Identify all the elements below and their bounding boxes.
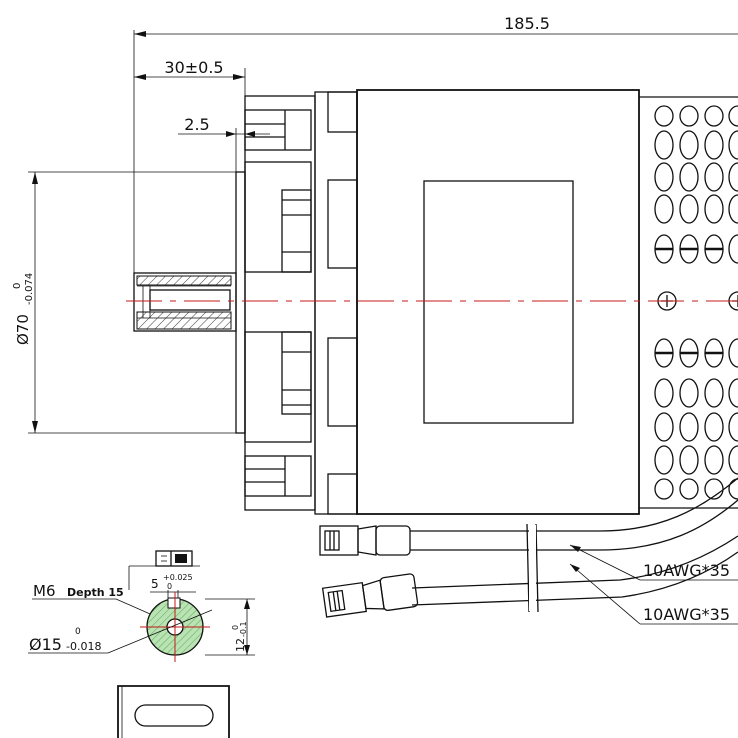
vent-slot [654,105,674,127]
vent-slot [654,378,674,408]
dim-shaft-length-text: 30±0.5 [164,58,223,77]
shaft-diameter-dim: Ø15 0 -0.018 [28,609,213,654]
vent-slot [679,105,699,127]
vent-slot [728,412,738,442]
svg-text:10AWG*35: 10AWG*35 [643,605,730,624]
vent-slot [679,162,699,192]
svg-text:0: 0 [75,627,81,637]
dim-flange-step: 2.5 [178,115,270,175]
vent-slot [728,105,738,127]
vent-slot [679,130,699,160]
vent-slot [704,105,724,127]
vent-slot [728,338,738,368]
svg-text:Ø15: Ø15 [29,635,62,654]
svg-text:-0.1: -0.1 [239,621,248,637]
vent-slot [704,130,724,160]
vent-slot [679,412,699,442]
vent-slot [728,130,738,160]
front-end-cap [244,91,358,515]
vent-slots [654,105,738,500]
svg-text:-0.018: -0.018 [66,640,101,653]
dim-body-diameter: Ø70 0 -0.074 [12,171,240,434]
wire-connector-2 [321,573,419,618]
front-flange [235,171,246,434]
thread-callout: M6 Depth 15 [32,582,167,622]
svg-text:0: 0 [231,625,240,630]
vent-slot [704,162,724,192]
dim-shaft-length: 30±0.5 [134,58,246,100]
svg-text:12: 12 [234,638,247,652]
wire-label-1: 10AWG*35 [569,544,738,581]
shaft-section-detail: 5 +0.025 0 M6 Depth 15 Ø15 0 -0.018 [28,550,255,662]
vent-slot [704,412,724,442]
vent-slot [704,194,724,224]
vent-slot [728,378,738,408]
wire-connector-1 [319,525,411,556]
vent-slot [654,478,674,500]
wire-label-2: 10AWG*35 [569,563,738,625]
keyway-slot [167,597,181,609]
vent-slot [704,478,724,500]
vent-slot [654,412,674,442]
vent-slot [654,130,674,160]
dim-body-diameter-tol-lower: -0.074 [24,273,35,305]
vent-slot [679,445,699,475]
svg-text:10AWG*35: 10AWG*35 [643,561,730,580]
vent-slot [679,194,699,224]
svg-text:+0.025: +0.025 [163,573,193,582]
lead-wires: 10AWG*35 10AWG*35 [319,477,738,625]
vent-slot [728,162,738,192]
vent-slot [728,445,738,475]
vent-slot [728,194,738,224]
mounting-bracket-view [117,685,230,738]
dim-body-diameter-text: Ø70 [14,314,32,345]
svg-text:5: 5 [151,577,159,591]
svg-text:Depth 15: Depth 15 [67,586,124,599]
motor-shaft [133,272,237,332]
motor-body [356,89,640,515]
vent-slot [728,234,738,264]
dim-body-diameter-tol-upper: 0 [12,283,23,289]
vent-slot [679,378,699,408]
dim-overall-length-text: 185.5 [504,14,550,33]
nameplate-window [423,180,574,424]
rear-vent-area [639,96,738,509]
vent-slot [654,162,674,192]
keyway-tolerance-frame [128,550,200,590]
svg-text:M6: M6 [33,582,56,600]
vent-slot [679,478,699,500]
vent-slot [704,378,724,408]
keyway-height-dim: 12 0 -0.1 [205,598,255,656]
vent-slot [704,445,724,475]
mounting-slot [134,704,214,727]
vent-slot [654,194,674,224]
svg-text:0: 0 [167,582,172,591]
dim-flange-step-text: 2.5 [184,115,209,134]
vent-slot [654,445,674,475]
